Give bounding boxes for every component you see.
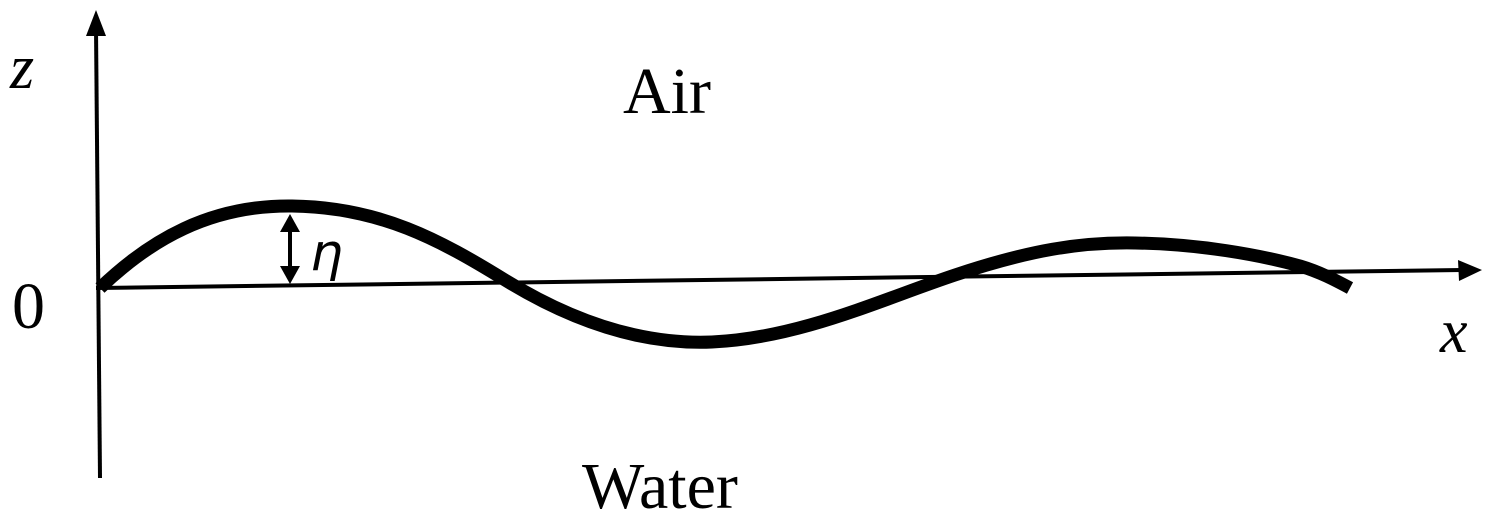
z-axis-arrowhead	[86, 10, 106, 36]
water-region-label: Water	[582, 450, 738, 518]
origin-label: 0	[12, 270, 45, 343]
z-axis-line	[94, 27, 102, 479]
air-region-label: Air	[623, 55, 711, 128]
eta-arrow-head-bottom	[280, 266, 300, 284]
x-axis-label: x	[1439, 298, 1468, 366]
surface-wave-curve	[95, 199, 1354, 349]
eta-arrow-head-top	[280, 214, 300, 232]
x-axis-line	[95, 268, 1463, 290]
eta-label: η	[310, 223, 343, 283]
z-axis-label: z	[9, 34, 34, 102]
x-axis-arrowhead	[1458, 260, 1482, 281]
